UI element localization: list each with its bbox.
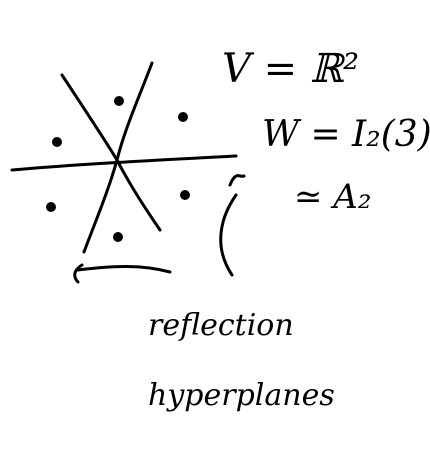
orbit-point — [180, 190, 190, 200]
equation-isomorphism: ≃ A₂ — [294, 177, 371, 217]
mirror-line-horizontal — [10, 154, 238, 172]
annotation-label: reflection hyperplanes — [148, 308, 335, 413]
orbit-point — [178, 112, 188, 122]
orbit-point — [46, 202, 56, 212]
reflection-arrangement — [10, 61, 238, 254]
pointer-curve-right — [219, 193, 238, 277]
orbit-point — [52, 137, 62, 147]
mirror-line-rising — [82, 61, 154, 254]
equation-group: W = I₂(3) — [262, 114, 430, 155]
annotation-line-1: reflection — [148, 308, 294, 343]
orbit-point — [114, 96, 124, 106]
pointer-hook-right — [228, 174, 246, 187]
equations: V = ℝ² W = I₂(3) ≃ A₂ — [222, 46, 430, 217]
pointer-hook-left — [73, 263, 84, 284]
pointer-curve-left — [76, 265, 172, 274]
orbit-points — [46, 96, 190, 242]
annotation-line-2: hyperplanes — [148, 378, 335, 413]
annotation-pointers — [73, 174, 246, 284]
mirror-line-falling — [60, 73, 162, 232]
orbit-point — [113, 232, 123, 242]
equation-space: V = ℝ² — [222, 46, 359, 92]
